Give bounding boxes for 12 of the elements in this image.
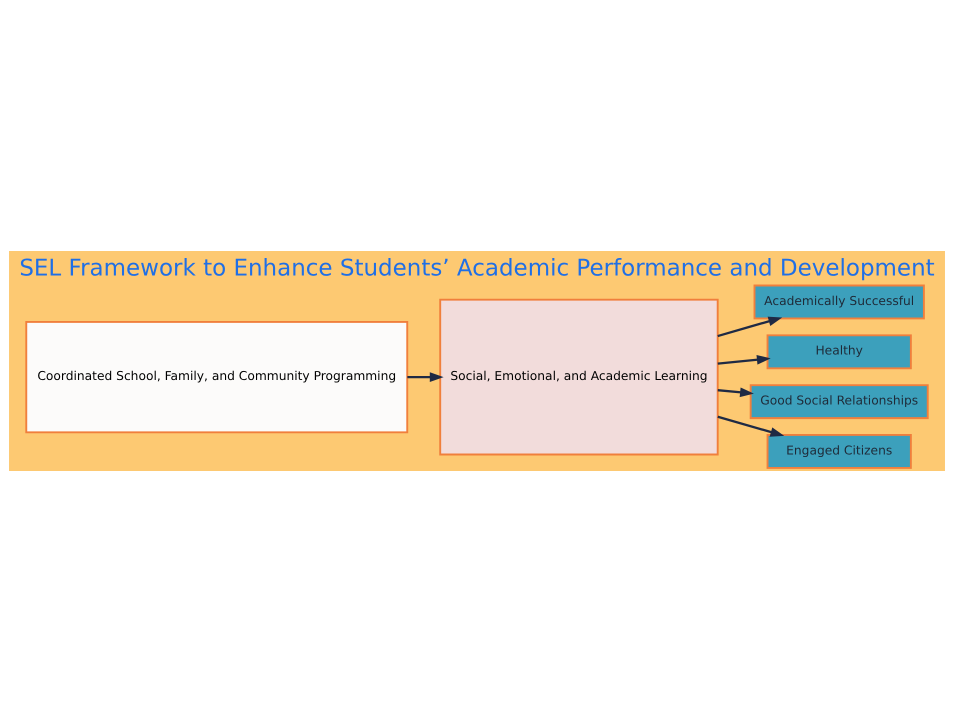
node-box: Coordinated School, Family, and Community Programming <box>25 320 408 434</box>
node-box: Social, Emotional, and Academic Learning <box>439 298 719 456</box>
arrow <box>717 416 784 437</box>
node-box: Healthy <box>766 334 912 370</box>
node-box: Academically Successful <box>754 284 925 320</box>
arrow <box>407 372 444 382</box>
node-box: Good Social Relationships <box>750 384 929 420</box>
diagram-title: SEL Framework to Enhance Students’ Academic Performance and Development <box>19 256 935 282</box>
arrow <box>718 387 754 398</box>
node-box: Engaged Citizens <box>766 434 912 469</box>
arrow <box>717 316 782 338</box>
arrow <box>718 354 771 365</box>
